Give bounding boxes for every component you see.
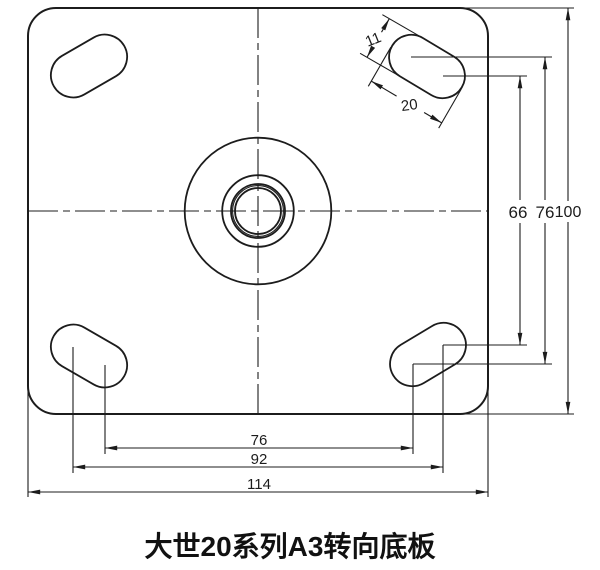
dim-label-92: 92 bbox=[251, 451, 268, 468]
dim-line-20-seg1 bbox=[371, 80, 397, 97]
label-mask-66 bbox=[504, 200, 532, 223]
label-mask-76v bbox=[532, 200, 559, 223]
dim-label-76-horizontal: 76 bbox=[251, 432, 268, 449]
dim-line-20-seg2 bbox=[423, 112, 442, 124]
dim-label-76-vertical: 76 bbox=[536, 203, 555, 222]
boss-circle-mid bbox=[221, 174, 295, 248]
plate-geometry bbox=[27, 7, 489, 415]
ext-20-a bbox=[367, 47, 392, 87]
dim-label-100: 100 bbox=[555, 204, 582, 221]
dim-label-114: 114 bbox=[247, 476, 271, 493]
dim-label-11: 11 bbox=[363, 29, 384, 51]
ext-11-b bbox=[359, 52, 401, 77]
slot-top-left bbox=[49, 33, 129, 99]
ext-11-a bbox=[382, 14, 423, 39]
slot-bottom-left bbox=[49, 323, 129, 389]
dim-line-11-seg1 bbox=[381, 18, 390, 33]
drawing-title: 大世20系列A3转向底板 bbox=[145, 531, 436, 562]
extension-lines bbox=[27, 7, 574, 497]
kingpin-ring-outer bbox=[230, 183, 286, 239]
dim-label-66: 66 bbox=[509, 203, 528, 222]
label-mask-100 bbox=[554, 201, 583, 222]
dim-label-20: 20 bbox=[400, 96, 419, 115]
slot-top-right bbox=[388, 33, 466, 100]
slot-bottom-right bbox=[389, 321, 467, 388]
dimension-labels: 66 76 100 76 92 114 11 20 bbox=[247, 29, 583, 493]
ext-20-b bbox=[438, 88, 462, 129]
boss-circle-outer bbox=[183, 136, 333, 286]
kingpin-ring-inner bbox=[234, 187, 282, 235]
dim-line-11-seg2 bbox=[366, 45, 376, 58]
kingpin-ring-mid bbox=[232, 185, 284, 237]
